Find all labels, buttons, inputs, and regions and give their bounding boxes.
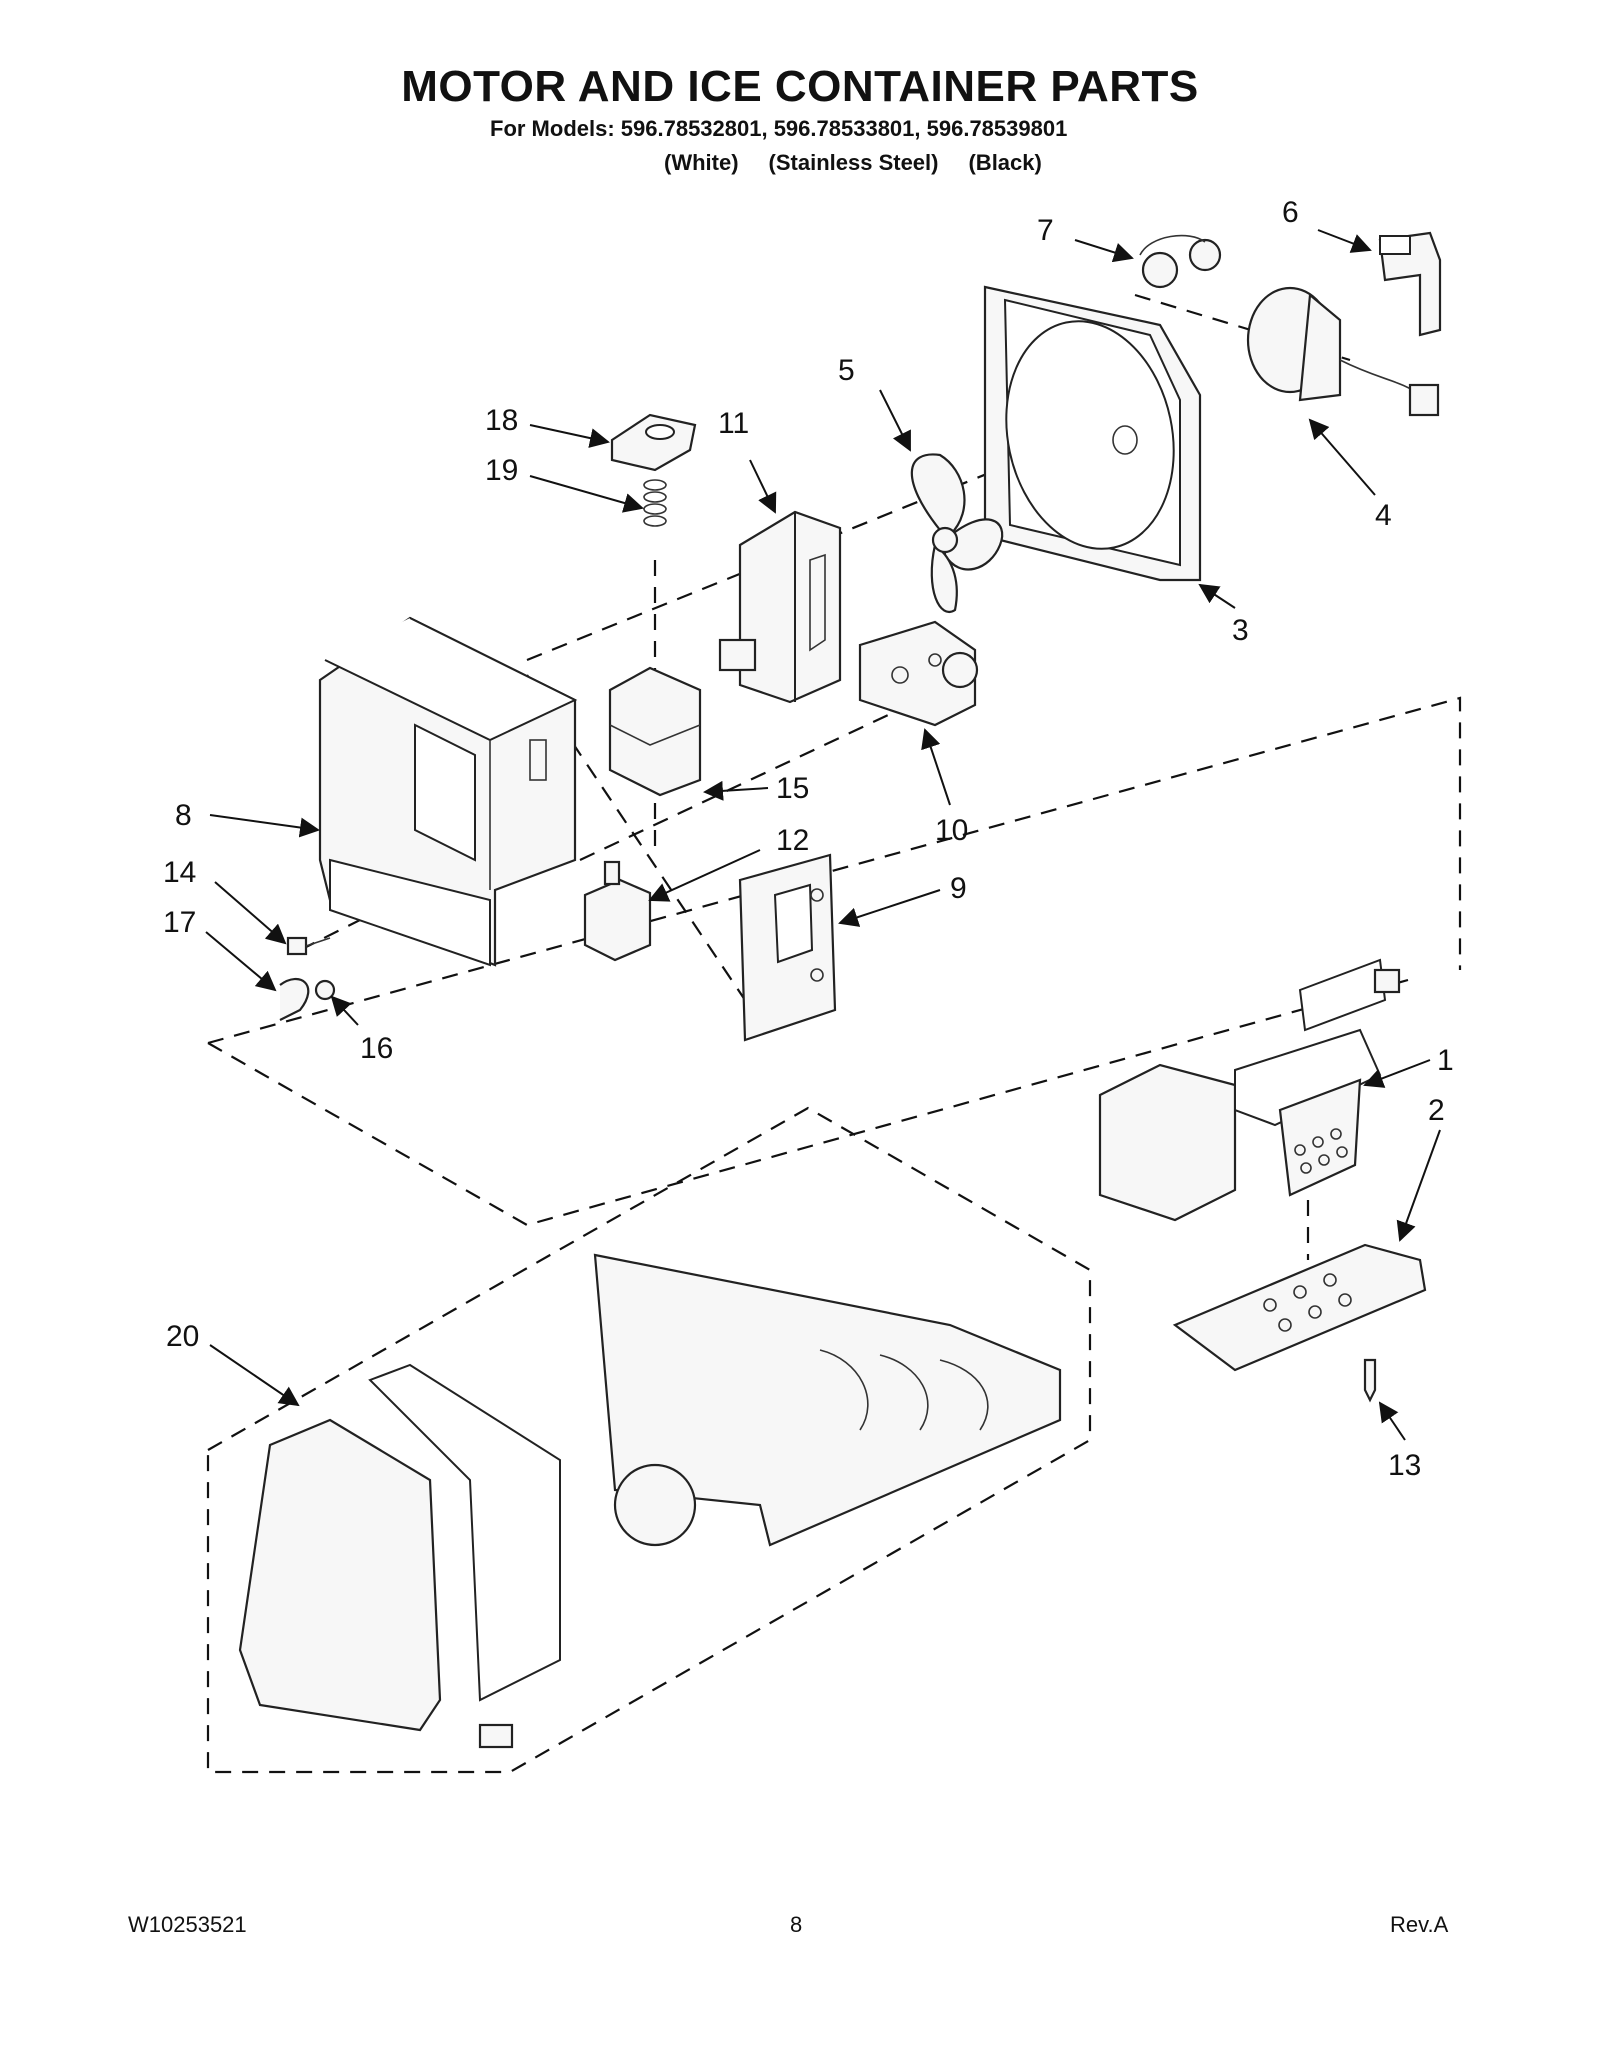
part-auger-motor: [858, 620, 979, 727]
callout-3: 3: [1232, 614, 1249, 647]
part-dispenser-door: [738, 853, 837, 1042]
part-washer: [314, 979, 336, 1001]
part-solenoid-bracket: [608, 666, 702, 797]
part-mount-screw: [1363, 1358, 1377, 1403]
color-black: (Black): [968, 150, 1042, 175]
part-ice-maker: [1098, 958, 1401, 1222]
color-stainless: (Stainless Steel): [768, 150, 939, 175]
models-line: For Models: 596.78532801, 596.78533801, …: [490, 116, 1068, 141]
callout-10: 10: [935, 814, 968, 847]
page-title: MOTOR AND ICE CONTAINER PARTS: [401, 62, 1199, 111]
callout-13: 13: [1388, 1449, 1421, 1482]
callout-19: 19: [485, 454, 518, 487]
callout-7: 7: [1037, 214, 1054, 247]
callout-16: 16: [360, 1032, 393, 1065]
callout-5: 5: [838, 354, 855, 387]
callout-numbers: 1 2 3 4 5 6 7 8 9 10 11 12 13 14 15 16 1…: [163, 196, 1454, 1482]
callout-2: 2: [1428, 1094, 1445, 1127]
callout-17: 17: [163, 906, 196, 939]
callout-11: 11: [718, 407, 749, 440]
part-fan-blade: [910, 453, 1004, 613]
callout-6: 6: [1282, 196, 1299, 229]
color-variants: (White) (Stainless Steel) (Black): [664, 150, 1072, 176]
page-number: 8: [790, 1912, 803, 1937]
callout-14: 14: [163, 856, 196, 889]
part-fan-shroud: [983, 285, 1202, 582]
part-solenoid: [583, 860, 652, 962]
callout-8: 8: [175, 799, 192, 832]
color-white: (White): [664, 150, 739, 175]
part-clip: [279, 977, 310, 1021]
part-cap: [610, 413, 697, 472]
part-dispenser-housing: [718, 510, 842, 704]
assembly-outline-lower: [206, 1106, 1092, 1774]
callout-9: 9: [950, 872, 967, 905]
part-ice-stripper: [1172, 1243, 1427, 1372]
callout-1: 1: [1437, 1044, 1454, 1077]
callout-12: 12: [776, 824, 809, 857]
part-ice-container: [238, 1253, 1062, 1749]
callout-20: 20: [166, 1320, 199, 1353]
callout-4: 4: [1375, 499, 1392, 532]
part-bucket-housing: [318, 616, 578, 967]
document-number: W10253521: [128, 1912, 247, 1937]
revision: Rev.A: [1390, 1912, 1449, 1937]
part-spring: [643, 479, 667, 527]
part-screw: [286, 936, 331, 956]
part-fan-motor: [1246, 286, 1440, 417]
part-motor-bracket: [1378, 231, 1442, 337]
callout-18: 18: [485, 404, 518, 437]
callout-15: 15: [776, 772, 809, 805]
leader-lines: [205, 229, 1441, 1441]
part-motor-mount: [1139, 234, 1222, 289]
